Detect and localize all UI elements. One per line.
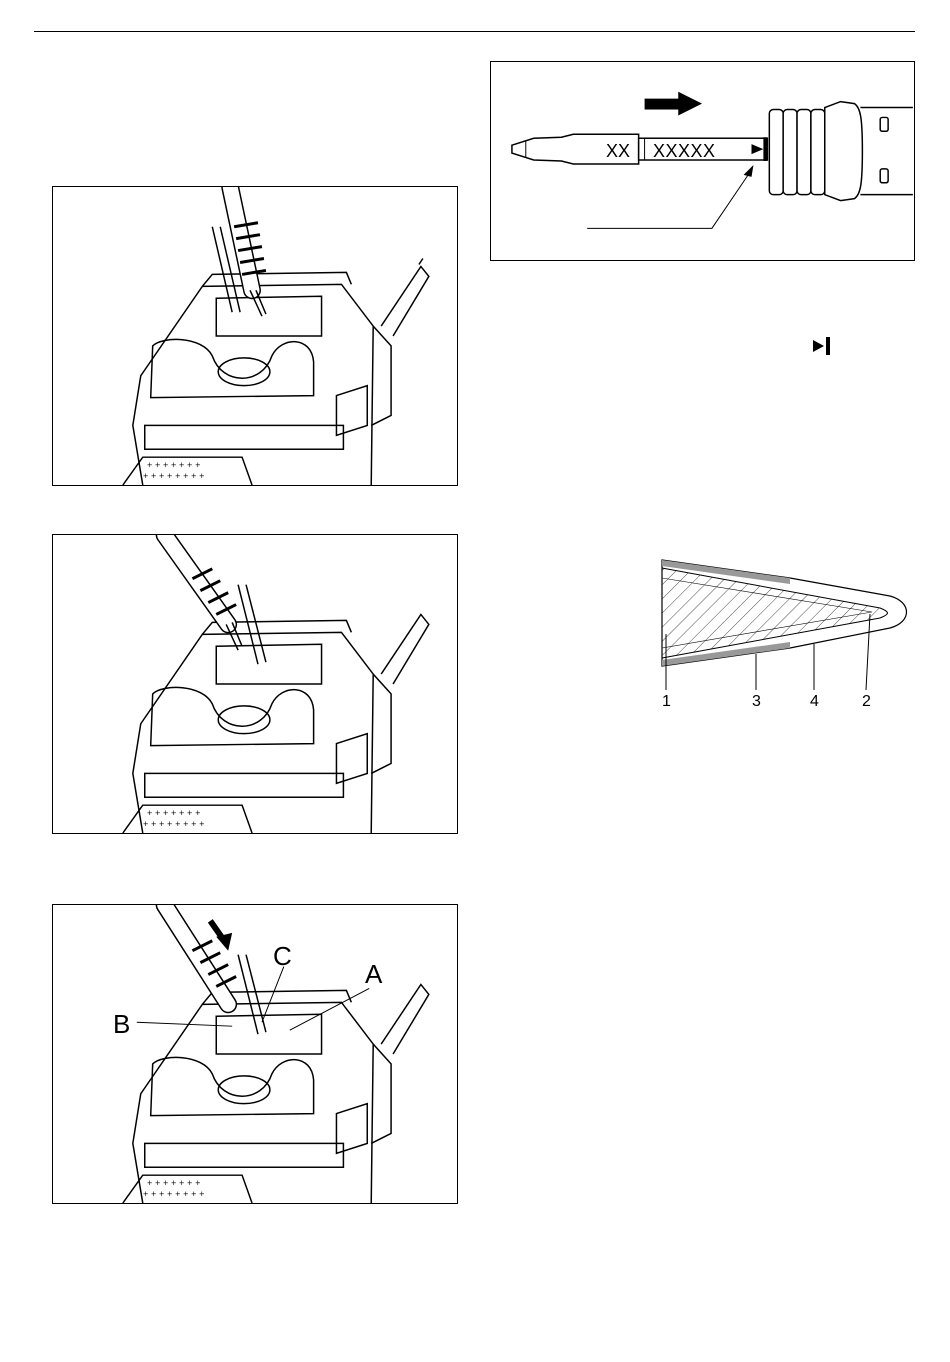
- tip-label-short: XX: [606, 142, 630, 160]
- tip-insertion-figure: XX XXXXX: [490, 61, 915, 261]
- tip-cross-section: [640, 550, 930, 710]
- station-drawing-2: + + + + + + + + + + + + + + +: [53, 535, 457, 833]
- station-figure-3: + + + + + + + + + + + + + + + B C A: [52, 904, 458, 1204]
- station-figure-2: + + + + + + + + + + + + + + +: [52, 534, 458, 834]
- callout-b: B: [113, 1011, 130, 1037]
- tip-label-long: XXXXX: [653, 142, 716, 160]
- section-label-1: 1: [662, 694, 671, 710]
- tip-insertion-drawing: [491, 62, 914, 260]
- station-figure-1: + + + + + + + + + + + + + + +: [52, 186, 458, 486]
- down-arrow-icon: [210, 921, 232, 951]
- section-label-4: 4: [810, 694, 819, 710]
- station-drawing-1: + + + + + + + + + + + + + + +: [53, 187, 457, 485]
- section-label-3: 3: [752, 694, 761, 710]
- svg-text:+ + + + + + +: + + + + + + +: [147, 1179, 201, 1187]
- callout-c: C: [273, 943, 292, 969]
- stop-mark-icon: [812, 336, 834, 356]
- svg-text:+ + + + + + +: + + + + + + +: [147, 461, 201, 469]
- callout-a: A: [365, 961, 382, 987]
- right-arrow-icon: [645, 92, 702, 116]
- header-rule: [34, 31, 915, 32]
- svg-text:+ + + + + + + +: + + + + + + + +: [143, 472, 205, 480]
- section-label-2: 2: [862, 694, 871, 710]
- svg-text:+ + + + + + + +: + + + + + + + +: [143, 1190, 205, 1198]
- svg-text:+ + + + + + +: + + + + + + +: [147, 809, 201, 817]
- svg-text:+ + + + + + + +: + + + + + + + +: [143, 820, 205, 828]
- station-drawing-3: + + + + + + + + + + + + + + +: [53, 905, 457, 1203]
